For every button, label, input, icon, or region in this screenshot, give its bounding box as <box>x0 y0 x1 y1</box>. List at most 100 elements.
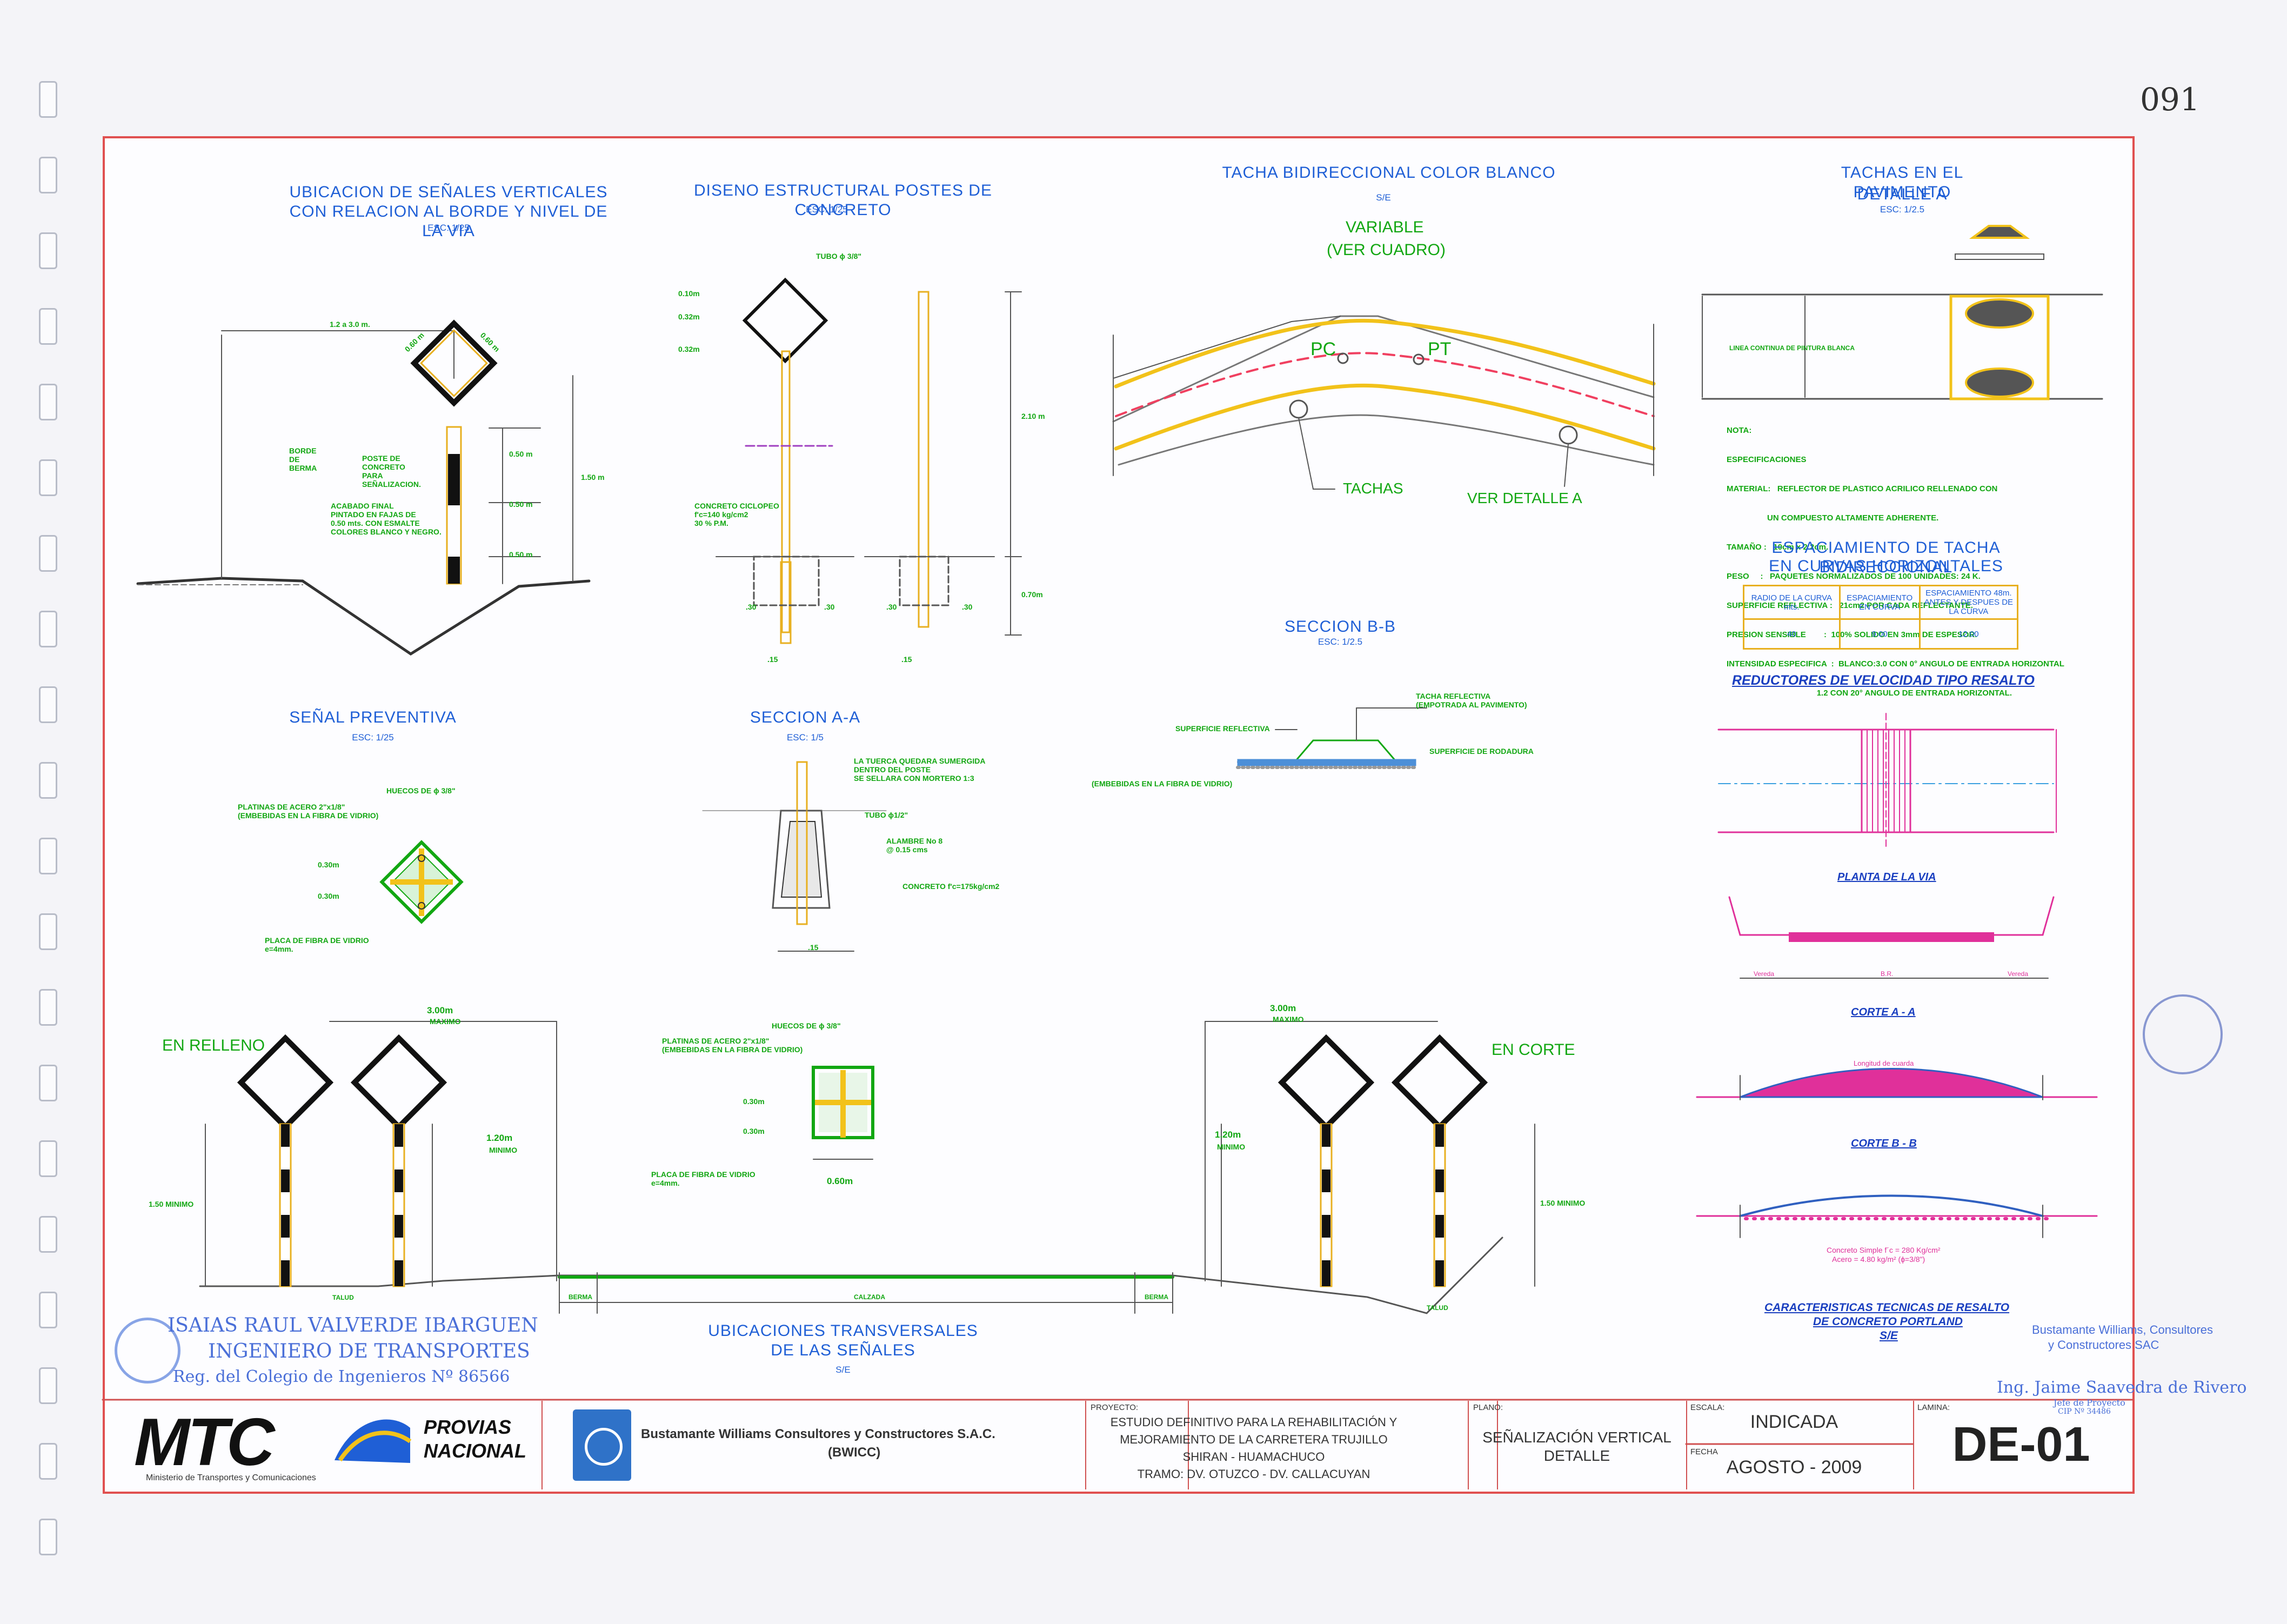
bwicc-logo-icon <box>573 1409 631 1481</box>
lamina-value: DE-01 <box>1952 1418 2090 1472</box>
dim-030-d: 0.30m <box>743 1127 765 1135</box>
title-block: MTC PROVIAS NACIONAL Ministerio de Trans… <box>105 1401 2130 1489</box>
view-senal-preventiva-linework <box>379 840 464 924</box>
talud-right: TALUD <box>1427 1304 1448 1312</box>
note-concreto-175: CONCRETO f'c=175kg/cm2 <box>902 882 1000 891</box>
pc-label: PC <box>1310 339 1336 359</box>
seccion-bb-title: SECCION B-B <box>1284 618 1396 636</box>
note-tuerca: LA TUERCA QUEDARA SUMERGIDA DENTRO DEL P… <box>854 757 986 783</box>
dim-150-minimo-left: 1.50 MINIMO <box>149 1200 194 1208</box>
view-small-sign-linework <box>812 1066 874 1160</box>
plano-label: PLANO: <box>1473 1403 1503 1412</box>
tb-plano-cell: PLANO: SEÑALIZACIÓN VERTICAL DETALLE <box>1468 1401 1687 1489</box>
dim-050-c: 0.50 m <box>509 550 533 559</box>
proyecto-l3: SHIRAN - HUAMACHUCO <box>1182 1450 1325 1463</box>
dim-050-b: 0.50 m <box>509 500 533 509</box>
right-cip: CIP Nº 34486 <box>2058 1407 2111 1416</box>
view-tacha-linework <box>1112 315 1656 490</box>
dim-030-b: 0.30m <box>318 892 339 900</box>
tb-bwicc-cell: Bustamante Williams Consultores y Constr… <box>541 1401 1189 1489</box>
spacing-header-1: ESPACIAMIENTO EN CURVA <box>1838 585 1921 620</box>
spacing-cell-1: 9.00 <box>1838 618 1921 650</box>
seccion-aa-title: SECCION A-A <box>750 709 861 726</box>
fecha-value: AGOSTO - 2009 <box>1726 1457 1862 1478</box>
tachas-pavimento-subtitle: DETALLE A <box>1857 185 1948 203</box>
proyecto-l2: MEJORAMIENTO DE LA CARRETERA TRUJILLO <box>1120 1433 1388 1446</box>
dim-120-right: 1.20m <box>1215 1130 1241 1140</box>
escala-label: ESCALA: <box>1690 1403 1725 1412</box>
planta-via-label: PLANTA DE LA VIA <box>1837 871 1936 883</box>
nota-line-2: MATERIAL: REFLECTOR DE PLASTICO ACRILICO… <box>1727 484 1998 493</box>
ministerio-label: Ministerio de Transportes y Comunicacion… <box>146 1473 316 1482</box>
view-ubicaciones-linework <box>199 1021 1535 1314</box>
spacing-table: RADIO DE LA CURVA mts. ESPACIAMIENTO EN … <box>1743 585 2019 650</box>
spacing-header-0: RADIO DE LA CURVA mts. <box>1743 585 1841 620</box>
concreto-simple-label: Concreto Simple f´c = 280 Kg/cm² <box>1827 1246 1941 1254</box>
spacing-header-2: ESPACIAMIENTO 48m. ANTES Y DESPUES DE LA… <box>1918 585 2019 620</box>
right-seal <box>2143 994 2223 1074</box>
sheet-number: 091 <box>2140 81 2200 118</box>
engineer-seal <box>115 1318 180 1384</box>
nota-line-0: NOTA: <box>1727 426 1752 435</box>
nota-line-8: INTENSIDAD ESPECIFICA : BLANCO:3.0 CON 0… <box>1727 659 2064 669</box>
view-diseno-linework <box>715 277 1022 644</box>
ver-cuadro-label: (VER CUADRO) <box>1327 241 1446 259</box>
br-center: B.R. <box>1881 970 1894 978</box>
ubicaciones-title: UBICACIONES TRANSVERSALES DE LAS SEÑALES <box>703 1321 984 1360</box>
note-borde-berma: BORDE DE BERMA <box>289 446 317 472</box>
long-cuarda-label: Longitud de cuarda <box>1854 1059 1914 1067</box>
seccion-bb-scale: ESC: 1/2.5 <box>1318 637 1363 647</box>
tachas-pavimento-title: TACHAS EN EL PAVIMENTO <box>1841 164 1964 201</box>
tb-proyecto-cell: PROYECTO: ESTUDIO DEFINITIVO PARA LA REH… <box>1085 1401 1498 1489</box>
berma-right: BERMA <box>1145 1293 1168 1301</box>
tachas-pavimento-scale: ESC: 1/2.5 <box>1880 204 1925 215</box>
proyecto-l1: ESTUDIO DEFINITIVO PARA LA REHABILITACIÓ… <box>1110 1415 1397 1429</box>
note-embebidas: (EMBEBIDAS EN LA FIBRA DE VIDRIO) <box>1092 779 1233 788</box>
minimo-left: MINIMO <box>489 1146 518 1154</box>
bwicc-l2: (BWICC) <box>828 1445 881 1460</box>
note-poste-concreto: POSTE DE CONCRETO PARA SEÑALIZACION. <box>362 454 421 489</box>
corte-aa-label: CORTE A - A <box>1851 1006 1916 1018</box>
note-tubo-38: TUBO ɸ 3/8" <box>816 252 862 260</box>
talud-left: TALUD <box>332 1294 354 1301</box>
berma-left: BERMA <box>569 1293 592 1301</box>
view-reductores-linework <box>1696 713 2098 1238</box>
view-ubicacion-linework <box>136 319 591 656</box>
note-platinas-a: PLATINAS DE ACERO 2"x1/8" (EMBEBIDAS EN … <box>238 803 379 820</box>
provias-l1: PROVIAS <box>424 1416 512 1438</box>
dim-300-left: 3.00m <box>427 1005 453 1015</box>
dim-032-a: 0.32m <box>678 312 700 321</box>
note-alambre: ALAMBRE No 8 @ 0.15 cms <box>886 837 943 854</box>
maximo-right: MAXIMO <box>1273 1015 1304 1024</box>
bwicc-l1: Bustamante Williams Consultores y Constr… <box>641 1427 995 1441</box>
drawing-frame <box>103 136 2135 1494</box>
engineer-stamp-l2: INGENIERO DE TRANSPORTES <box>208 1340 530 1362</box>
dim-070: 0.70m <box>1021 590 1043 599</box>
variable-label: VARIABLE <box>1346 218 1424 236</box>
dim-300-right: 3.00m <box>1270 1003 1296 1013</box>
en-corte-label: EN CORTE <box>1492 1041 1575 1059</box>
proyecto-l4: TRAMO: DV. OTUZCO - DV. CALLACUYAN <box>1137 1467 1370 1481</box>
diseno-scale: ESC: 1/25 <box>806 204 848 215</box>
view-tachas-pavimento-linework <box>1701 225 2103 400</box>
caracteristicas-l3: S/E <box>1880 1329 1898 1342</box>
note-placa-a: PLACA DE FIBRA DE VIDRIO e=4mm. <box>265 936 369 953</box>
dim-015-a: .15 <box>767 655 778 664</box>
tb-lamina-cell: LAMINA: DE-01 <box>1913 1401 2129 1489</box>
espaciamiento-title-l2: EN CURVAS HORIZONTALES <box>1769 557 2003 575</box>
reductores-title: REDUCTORES DE VELOCIDAD TIPO RESALTO <box>1732 673 2035 688</box>
acero-label: Acero = 4.80 kg/m² (ɸ=3/8") <box>1832 1255 1925 1264</box>
caracteristicas-l2: DE CONCRETO PORTLAND <box>1813 1315 1963 1328</box>
dim-30-c: .30 <box>886 603 897 611</box>
senal-preventiva-scale: ESC: 1/25 <box>352 732 394 743</box>
provias-wave-icon <box>335 1419 412 1463</box>
dim-015-c: .15 <box>808 943 819 952</box>
view-seccion-bb-linework <box>1236 707 1427 769</box>
nota-line-9: 1.2 CON 20° ANGULO DE ENTRADA HORIZONTAL… <box>1727 689 2012 698</box>
dim-1-2-3: 1.2 a 3.0 m. <box>330 320 370 329</box>
dim-060-c: 0.60m <box>827 1176 853 1186</box>
nota-line-4: TAMAÑO : 10cm x 2.2cm. <box>1727 543 1829 552</box>
ubicacion-title: UBICACION DE SEÑALES VERTICALES CON RELA… <box>289 183 608 240</box>
corte-bb-label: CORTE B - B <box>1851 1138 1917 1150</box>
note-placa-b: PLACA DE FIBRA DE VIDRIO e=4mm. <box>651 1170 755 1187</box>
